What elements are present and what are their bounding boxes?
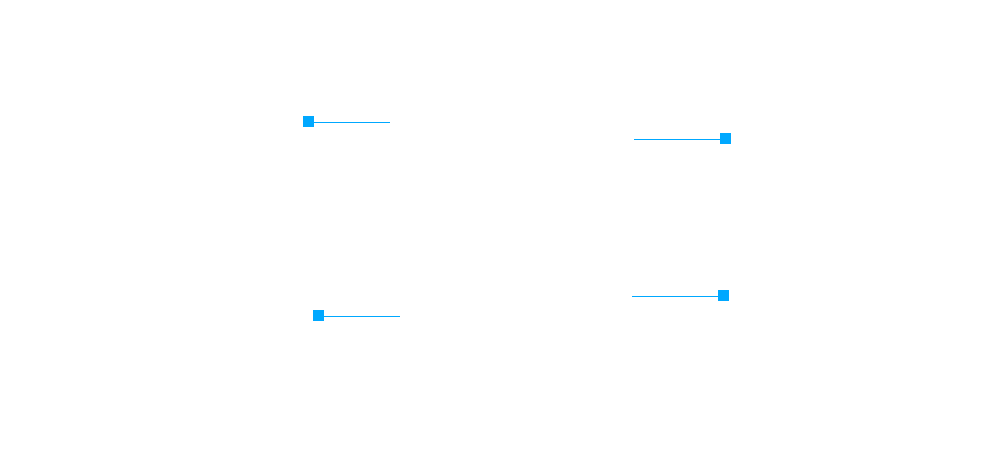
callout-top-right: [634, 133, 731, 145]
callout-anchor-handle[interactable]: [718, 290, 729, 301]
callout-anchor-handle[interactable]: [303, 116, 314, 127]
callout-leader-line: [632, 295, 720, 297]
callout-leader-line: [323, 315, 400, 317]
callout-anchor-handle[interactable]: [720, 133, 731, 144]
callout-bottom-left: [313, 310, 400, 322]
callout-leader-line: [634, 138, 722, 140]
callout-top-left: [303, 116, 390, 128]
callout-bottom-right: [632, 290, 729, 302]
callout-anchor-handle[interactable]: [313, 310, 324, 321]
callout-leader-line: [313, 121, 390, 123]
